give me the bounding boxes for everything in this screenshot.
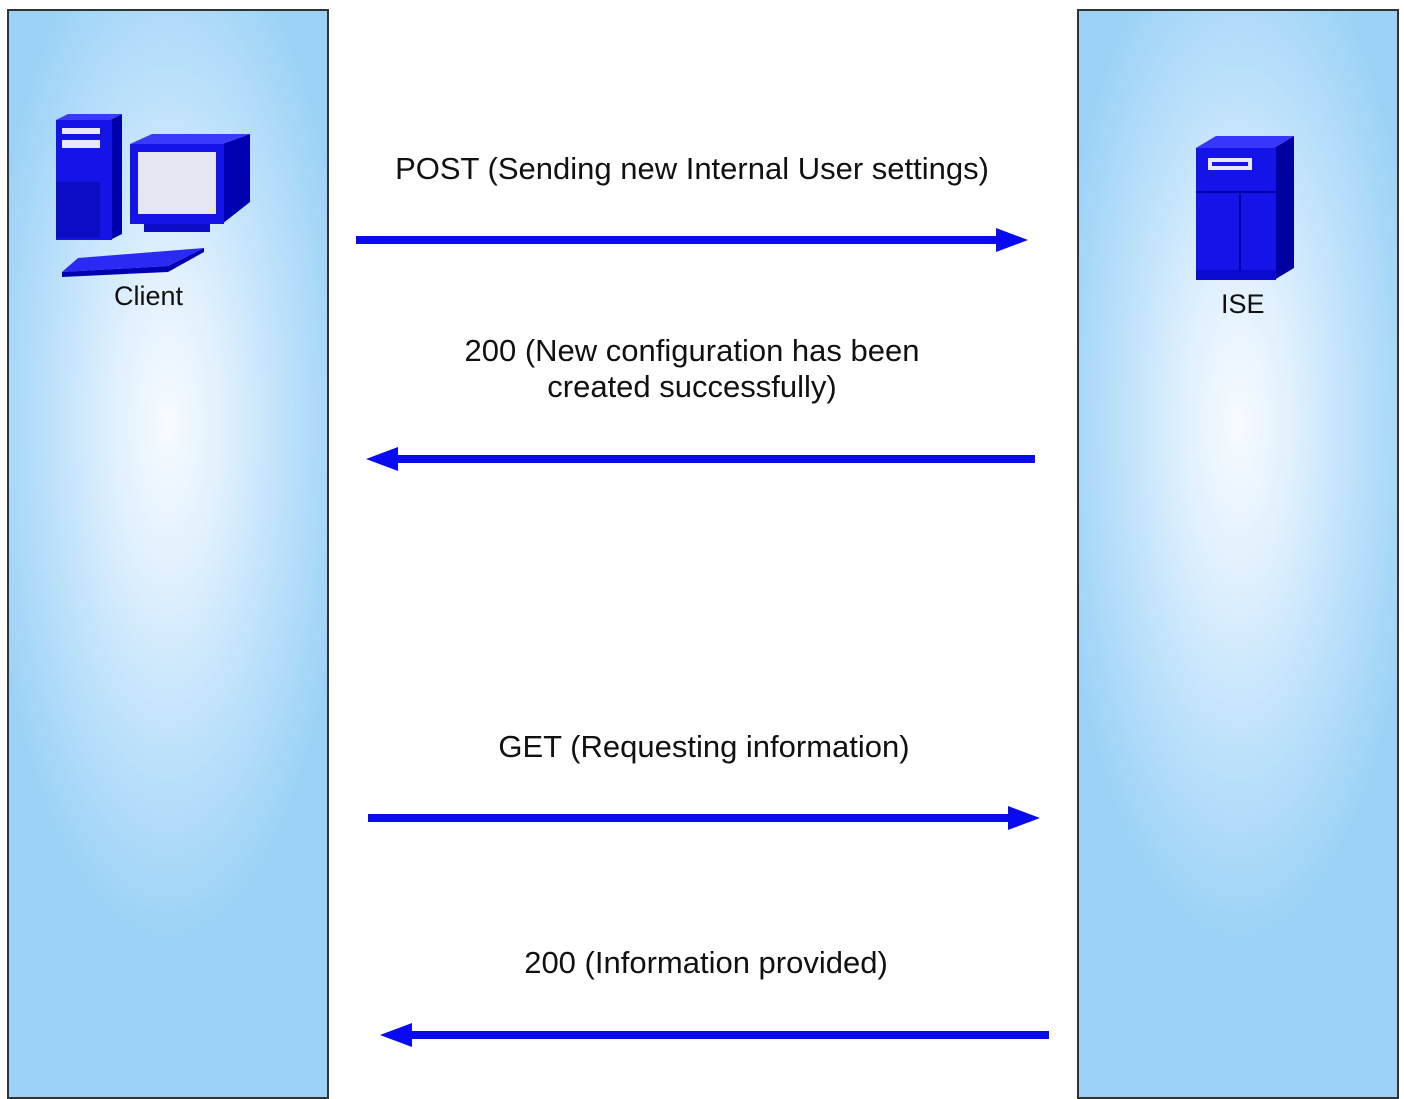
post-response-arrow-head — [366, 447, 398, 471]
get-request-label: GET (Requesting information) — [498, 729, 910, 764]
desktop-computer-icon — [56, 114, 250, 277]
ise-label: ISE — [1221, 289, 1265, 319]
post-request-arrow-head — [996, 228, 1028, 252]
client-label: Client — [114, 281, 184, 311]
post-response-arrow — [366, 447, 1035, 471]
get-response-label: 200 (Information provided) — [524, 945, 888, 980]
server-tower-icon — [1196, 136, 1294, 280]
get-request-arrow-head — [1008, 806, 1040, 830]
get-response-arrow-head — [380, 1023, 412, 1047]
post-request-label: POST (Sending new Internal User settings… — [395, 151, 989, 186]
get-request-arrow — [368, 806, 1040, 830]
post-request-arrow — [356, 228, 1028, 252]
get-response-arrow — [380, 1023, 1049, 1047]
